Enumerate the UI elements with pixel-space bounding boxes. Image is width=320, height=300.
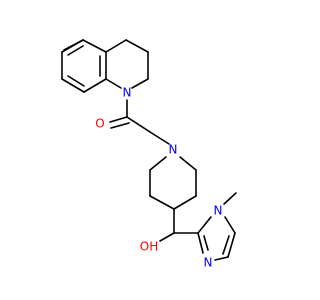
bond-aromatic-1 <box>82 39 107 53</box>
bond-imidazole-n3-c2 <box>197 232 204 254</box>
bond-imidazole-n1-c5 <box>224 216 236 234</box>
atom-labels: N O N OH N N <box>95 86 222 270</box>
bond-ch2-piperidine-n <box>149 131 170 145</box>
bond-imidazole-c2-n1 <box>197 216 212 234</box>
bond-saturated-4 <box>131 78 149 89</box>
bond-aromatic-inner-3 <box>67 75 85 87</box>
bond-saturated-2 <box>125 39 149 53</box>
bonds <box>61 39 237 261</box>
bond-carbonyl-o-1 <box>109 116 128 123</box>
bond-saturated-5 <box>105 78 122 89</box>
bond-saturated-1 <box>105 39 127 53</box>
bond-carbonyl-ch2 <box>126 116 151 133</box>
bond-aromatic-inner-1 <box>67 45 84 56</box>
bond-piperidine-1 <box>149 156 167 171</box>
bond-carbonyl-o-2 <box>110 122 130 129</box>
bond-piperidine-4 <box>173 195 197 210</box>
atom-n-quinoline: N <box>123 86 132 100</box>
bond-aromatic-3 <box>83 78 107 93</box>
bond-piperidine-3 <box>149 195 175 210</box>
atom-n-piperidine: N <box>169 143 178 157</box>
bond-imidazole-c5-c4 <box>227 232 236 258</box>
bond-imidazole-n3-c2-inner <box>203 235 209 251</box>
bond-imidazole-n-methyl <box>223 192 237 205</box>
atom-n-imidazole: N <box>204 256 213 270</box>
atom-o-carbonyl: O <box>95 117 104 131</box>
bond-piperidine-6 <box>179 156 197 171</box>
bond-aromatic-4 <box>61 78 85 93</box>
atom-o-hydroxyl: OH <box>140 240 158 254</box>
bond-aromatic-6 <box>61 39 84 53</box>
bond-imidazole-c5-c4-inner <box>222 235 230 255</box>
molecule-structure-diagram: N O N OH N N <box>61 39 237 270</box>
bond-imidazole-c4-n3 <box>214 256 229 261</box>
bond-ch-oh <box>159 232 175 242</box>
atom-n-methyl-imidazole: N <box>214 204 223 218</box>
